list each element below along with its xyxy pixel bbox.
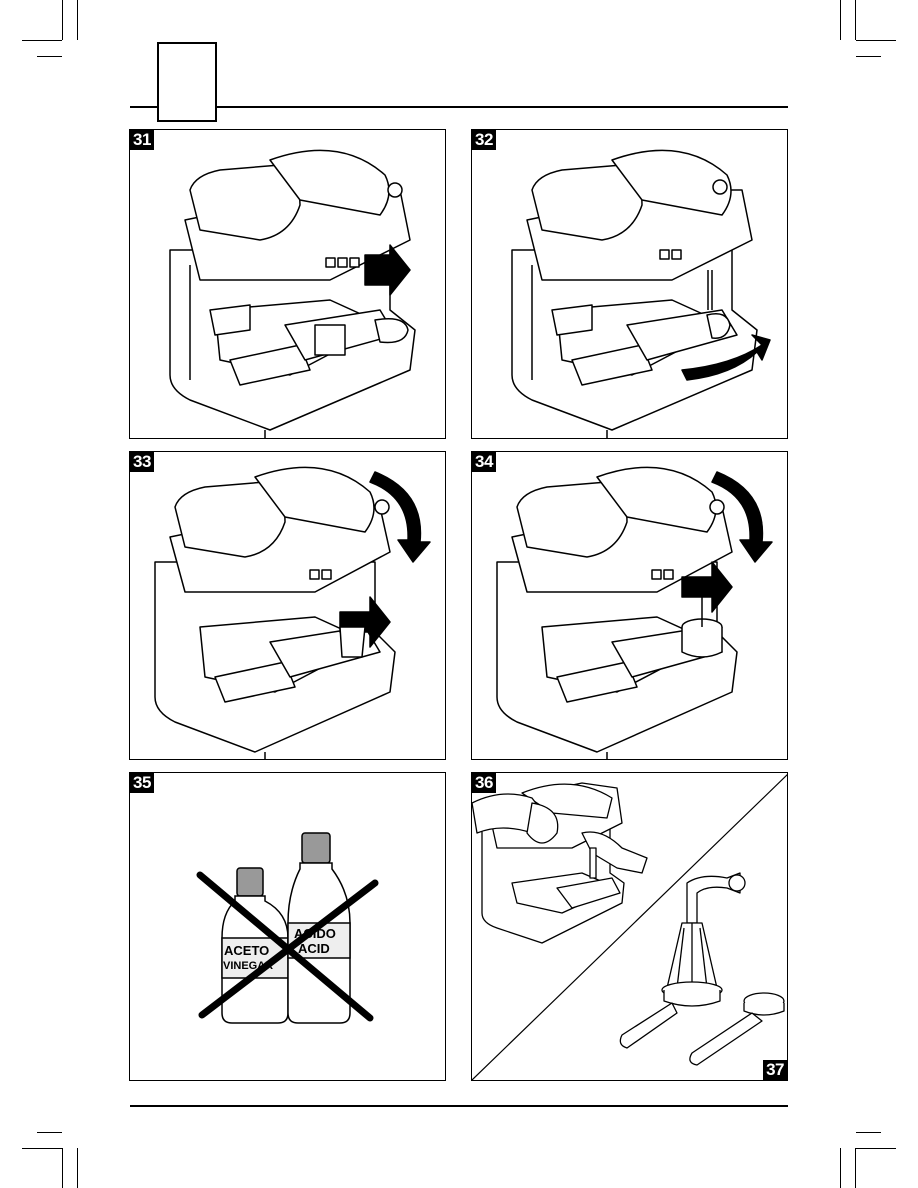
- crop-mark: [855, 1148, 856, 1188]
- bottle-label-acido: ACIDO: [294, 926, 336, 941]
- figure-number: 36: [472, 773, 496, 793]
- crop-mark: [855, 0, 856, 40]
- figure-number: 34: [472, 452, 496, 472]
- crop-mark: [840, 1148, 841, 1188]
- figure-number: 35: [130, 773, 154, 793]
- figure-33: 33: [129, 451, 446, 760]
- no-vinegar-acid-illustration: [130, 773, 446, 1081]
- crop-mark: [77, 1148, 78, 1188]
- espresso-machine-illustration: [130, 130, 446, 439]
- crop-mark: [856, 1148, 896, 1149]
- crop-mark: [840, 0, 841, 40]
- figure-34: 34: [471, 451, 788, 760]
- espresso-machine-illustration: [472, 452, 788, 760]
- figure-number: 37: [763, 1060, 787, 1080]
- crop-mark: [77, 0, 78, 40]
- figure-number: 33: [130, 452, 154, 472]
- cleaning-illustration: [472, 773, 788, 1081]
- figure-31: 31: [129, 129, 446, 439]
- crop-mark: [22, 1148, 62, 1149]
- bottle-label-aceto: ACETO: [224, 943, 269, 958]
- figure-36-37: 36 37: [471, 772, 788, 1081]
- crop-mark: [856, 40, 896, 41]
- crop-mark: [856, 56, 881, 57]
- figure-number: 31: [130, 130, 154, 150]
- bottle-cap: [237, 868, 263, 896]
- espresso-machine-illustration: [130, 452, 446, 760]
- crop-mark: [37, 56, 62, 57]
- crop-mark: [62, 0, 63, 40]
- crop-mark: [37, 1132, 62, 1133]
- language-tab-box: [157, 42, 217, 122]
- figure-number: 32: [472, 130, 496, 150]
- bottle-label-acid: ACID: [298, 941, 330, 956]
- header-rule: [130, 106, 788, 108]
- crop-mark: [856, 1132, 881, 1133]
- crop-mark: [22, 40, 62, 41]
- figure-35: ACETO VINEGAR ACIDO ACID 35: [129, 772, 446, 1081]
- crop-mark: [62, 1148, 63, 1188]
- bottle-label-vinegar: VINEGAR: [223, 960, 273, 972]
- espresso-machine-illustration: [472, 130, 788, 439]
- figure-32: 32: [471, 129, 788, 439]
- footer-rule: [130, 1105, 788, 1107]
- bottle-cap: [302, 833, 330, 863]
